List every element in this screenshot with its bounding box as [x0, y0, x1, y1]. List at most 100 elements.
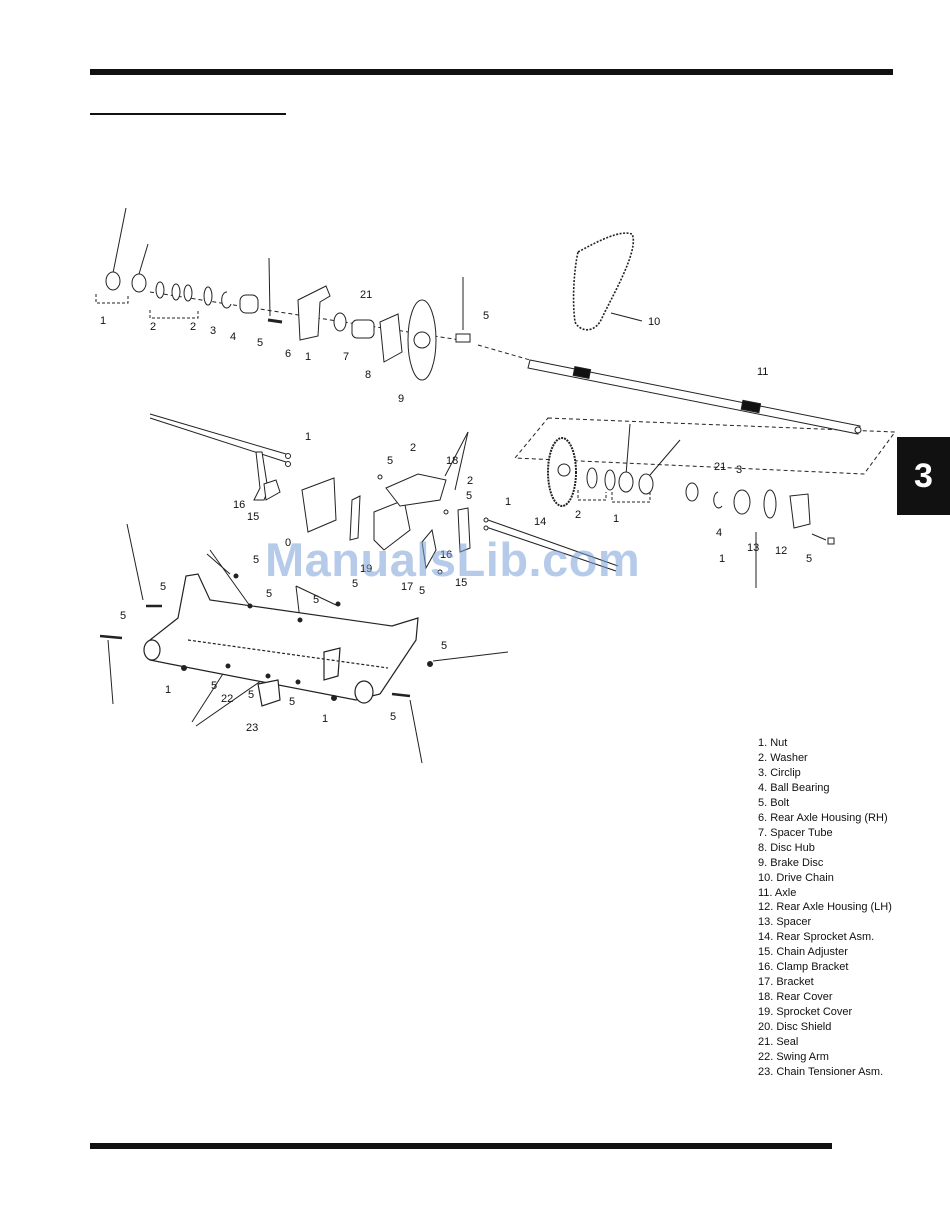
nut-part	[131, 273, 147, 293]
axle-spline	[572, 365, 592, 380]
callout-number: 5	[419, 585, 425, 597]
callout-number: 5	[289, 696, 295, 708]
seal-part	[685, 482, 699, 502]
washer-part	[183, 284, 193, 302]
leader-line	[112, 207, 127, 274]
callout-number: 1	[100, 315, 106, 327]
callout-number: 3	[736, 464, 742, 476]
legend-item: 3. Circlip	[758, 766, 801, 779]
legend-item: 23. Chain Tensioner Asm.	[758, 1065, 884, 1078]
leader-line	[195, 675, 269, 727]
legend-item: 5. Bolt	[758, 796, 790, 809]
callout-number: 1	[322, 713, 328, 725]
washer-part	[203, 286, 213, 306]
callout-number: 2	[190, 321, 196, 333]
nut-part	[285, 461, 291, 467]
chain-adjuster-part	[457, 507, 471, 553]
leader-line	[432, 651, 509, 662]
ball-bearing-part	[733, 489, 751, 515]
spacer-tube-part	[351, 319, 375, 339]
callout-number: 5	[253, 554, 259, 566]
callout-number: 21	[714, 461, 726, 473]
callout-number: 2	[150, 321, 156, 333]
callout-number: 5	[257, 337, 263, 349]
ball-bearing-part	[239, 294, 259, 314]
callout-number: 5	[248, 689, 254, 701]
legend-item: 13. Spacer	[758, 916, 812, 929]
leader-line	[487, 519, 619, 567]
bolt-part	[99, 634, 123, 640]
leader-line	[444, 431, 469, 477]
swing-arm-plate	[323, 647, 341, 681]
callout-number: 0	[285, 537, 291, 549]
bolt-part	[455, 333, 471, 343]
bolt-part	[295, 679, 301, 685]
circlip-part	[713, 491, 723, 509]
section-tab: 3	[897, 437, 950, 515]
disc-hub-part	[379, 313, 403, 363]
legend-item: 16. Clamp Bracket	[758, 961, 849, 974]
bolt-part	[265, 673, 271, 679]
callout-number: 14	[534, 516, 546, 528]
leader-line	[485, 526, 617, 572]
legend-item: 15. Chain Adjuster	[758, 946, 848, 959]
leader-line	[149, 417, 287, 463]
callout-number: 7	[343, 351, 349, 363]
nut-part	[618, 471, 634, 493]
callout-number: 17	[401, 581, 413, 593]
legend-item: 1. Nut	[758, 737, 788, 749]
callout-number: 21	[360, 289, 372, 301]
callout-number: 8	[365, 369, 371, 381]
leader-line	[107, 639, 114, 705]
chain-tensioner-part	[257, 679, 281, 707]
leader-line	[454, 431, 469, 491]
watermark: ManualsLib.com	[265, 533, 641, 586]
callout-number: 9	[398, 393, 404, 405]
callout-number: 15	[247, 511, 259, 523]
disc-shield-part	[301, 477, 337, 533]
leader-line	[268, 257, 271, 317]
callout-number: 4	[230, 331, 236, 343]
callout-number: 3	[210, 325, 216, 337]
callout-number: 2	[467, 475, 473, 487]
rear-axle-housing-lh-part	[789, 493, 811, 529]
nut-part	[638, 473, 654, 495]
leader-line	[610, 312, 643, 322]
bolt-part	[233, 573, 239, 579]
leader-line	[126, 523, 144, 601]
washer-part	[155, 281, 165, 299]
callout-number: 5	[483, 310, 489, 322]
legend-item: 12. Rear Axle Housing (LH)	[758, 901, 892, 914]
legend-item: 9. Brake Disc	[758, 856, 824, 869]
bolt-part	[297, 617, 303, 623]
axle-end	[854, 426, 862, 434]
clamp-bracket-part	[421, 528, 437, 570]
group-bracket	[95, 294, 129, 304]
bolt-part	[827, 537, 835, 545]
bolt-part	[335, 601, 341, 607]
callout-number: 19	[360, 563, 372, 575]
leader-line	[409, 699, 423, 764]
callout-number: 5	[806, 553, 812, 565]
legend-item: 11. Axle	[758, 886, 797, 899]
leader-line	[191, 665, 229, 723]
bolt-part	[225, 663, 231, 669]
axis-line	[187, 639, 389, 669]
bolt-part	[247, 603, 253, 609]
callout-number: 5	[441, 640, 447, 652]
group-bracket	[577, 490, 607, 501]
callout-number: 11	[757, 366, 768, 378]
sprocket-group-outline	[513, 417, 896, 475]
leader-line	[295, 585, 337, 606]
callout-number: 2	[575, 509, 581, 521]
callout-number: 22	[221, 693, 233, 705]
group-bracket	[149, 310, 199, 319]
rear-axle-housing-rh-part	[297, 285, 331, 341]
leader-line	[625, 423, 631, 476]
leader-line	[138, 243, 149, 275]
bolt-part	[267, 318, 283, 324]
legend-item: 19. Sprocket Cover	[758, 1006, 853, 1019]
